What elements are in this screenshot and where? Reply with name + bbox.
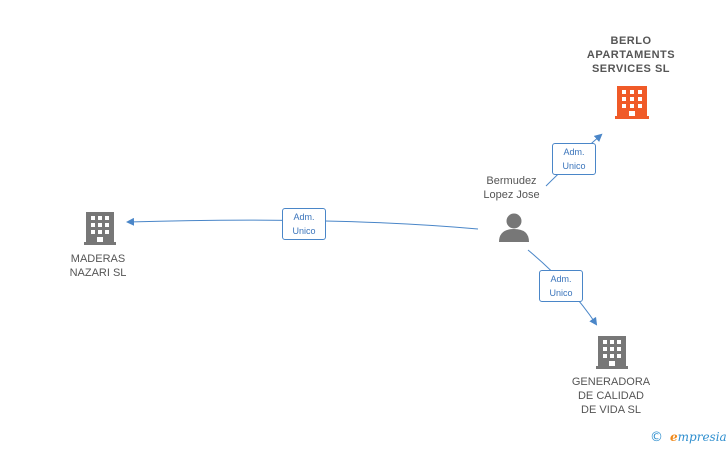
maderas-label[interactable]: MADERAS NAZARI SL	[69, 253, 127, 279]
generadora-label[interactable]: GENERADORA DE CALIDAD DE VIDA SL	[571, 376, 651, 416]
person-icon[interactable]	[499, 213, 529, 243]
empresia-logo[interactable]: empresia	[670, 430, 727, 444]
generadora-building-icon[interactable]	[596, 336, 628, 369]
copyright-symbol: ©	[650, 430, 663, 445]
person-label[interactable]: Bermudez Lopez Jose	[483, 175, 540, 201]
edge-label-berlo: Adm. Unico	[552, 143, 596, 175]
edge-label-maderas: Adm. Unico	[282, 208, 326, 240]
brand-rest: mpresia	[677, 430, 727, 444]
berlo-building-icon[interactable]	[615, 86, 649, 119]
berlo-label[interactable]: BERLO APARTAMENTS SERVICES SL	[586, 35, 676, 75]
brand-initial: e	[670, 430, 678, 444]
edge-label-generadora: Adm. Unico	[539, 270, 583, 302]
maderas-building-icon[interactable]	[84, 212, 116, 245]
